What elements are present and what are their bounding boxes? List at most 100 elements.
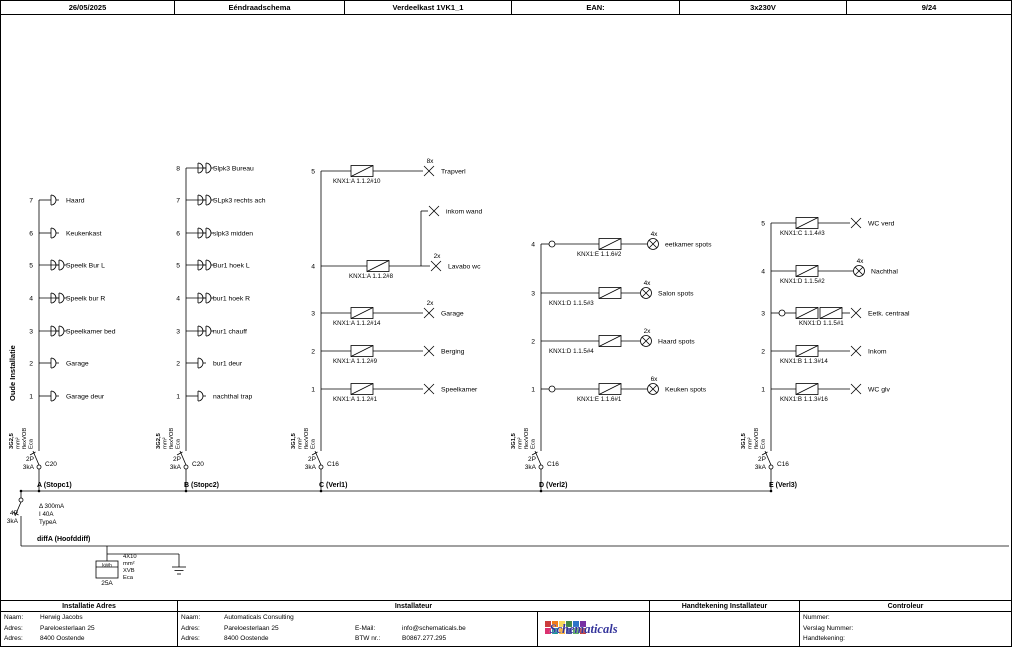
svg-text:Eetk. centraal: Eetk. centraal: [868, 311, 910, 318]
svg-text:4x: 4x: [857, 258, 865, 265]
logo-tiles: [544, 621, 586, 634]
footer: Installatie Adres Installateur Handteken…: [1, 600, 1011, 646]
svg-text:2x: 2x: [644, 328, 652, 335]
field-label: Adres:: [4, 624, 23, 632]
socket-icon: [58, 292, 65, 304]
svg-text:KNX1:A 1.1.2#1: KNX1:A 1.1.2#1: [333, 396, 378, 403]
svg-text:2x: 2x: [434, 253, 442, 260]
installateur-naam: Naam:Automaticals Consulting: [181, 613, 352, 624]
field-label: Adres:: [4, 635, 23, 642]
svg-text:3: 3: [531, 291, 535, 298]
svg-text:Nachthal: Nachthal: [871, 269, 898, 276]
svg-text:Keukenkast: Keukenkast: [66, 231, 102, 238]
svg-text:3: 3: [761, 311, 765, 318]
installateur-email: E-Mail:info@schematicals.be: [355, 624, 537, 635]
svg-text:Speelkamer: Speelkamer: [441, 387, 478, 394]
handtekening-cell: [650, 612, 800, 646]
svg-text:Inkom: Inkom: [868, 349, 887, 356]
svg-text:Eca: Eca: [123, 575, 134, 581]
svg-text:Haard spots: Haard spots: [658, 339, 695, 346]
svg-text:D (Verl2): D (Verl2): [539, 482, 567, 489]
svg-text:8: 8: [176, 166, 180, 173]
field-label: E-Mail:: [355, 624, 376, 632]
field-value: B0867.277.295: [402, 635, 447, 642]
svg-text:KNX1:E 1.1.6#2: KNX1:E 1.1.6#2: [577, 251, 622, 258]
svg-text:Slpk3 Bureau: Slpk3 Bureau: [213, 166, 254, 173]
svg-text:KNX1:D 1.1.5#1: KNX1:D 1.1.5#1: [799, 320, 844, 327]
svg-text:6x: 6x: [651, 376, 659, 383]
svg-text:KNX1:B 1.1.3#14: KNX1:B 1.1.3#14: [780, 358, 828, 365]
svg-text:2P: 2P: [26, 456, 34, 463]
field-value: Pareloesterlaan 25: [224, 624, 279, 632]
svg-text:mm²: mm²: [123, 561, 135, 567]
svg-text:1: 1: [761, 387, 765, 394]
svg-text:2P: 2P: [528, 456, 536, 463]
svg-text:mm²: mm²: [298, 437, 304, 449]
footer-title-handtekening: Handtekening Installateur: [650, 601, 800, 611]
svg-text:C16: C16: [327, 461, 339, 468]
svg-text:Speelk bur R: Speelk bur R: [66, 296, 105, 303]
svg-text:mm²: mm²: [748, 437, 754, 449]
controleur-block: Nummer: Verslag Nummer: Handtekening:: [800, 612, 1011, 646]
svg-text:I 40A: I 40A: [39, 511, 54, 518]
svg-text:25A: 25A: [101, 580, 113, 587]
svg-text:4X10: 4X10: [123, 554, 137, 560]
svg-text:diffA (Hoofddiff): diffA (Hoofddiff): [37, 536, 90, 543]
svg-text:Garage deur: Garage deur: [66, 394, 105, 401]
svg-text:3kA: 3kA: [755, 464, 767, 471]
svg-text:Eca: Eca: [176, 438, 182, 449]
svg-text:Eca: Eca: [29, 438, 35, 449]
svg-text:2: 2: [311, 349, 315, 356]
svg-text:Δ 300mA: Δ 300mA: [39, 503, 65, 510]
svg-text:4: 4: [761, 269, 765, 276]
installateur-contact-block: E-Mail:info@schematicals.be BTW nr.:B086…: [352, 612, 538, 646]
svg-text:6: 6: [176, 231, 180, 238]
footer-title-row: Installatie Adres Installateur Handteken…: [1, 601, 1011, 612]
meter-box: [95, 560, 119, 579]
svg-text:4P: 4P: [10, 510, 18, 517]
svg-text:KNX1:A 1.1.2#14: KNX1:A 1.1.2#14: [333, 320, 381, 327]
ground-icon: [172, 566, 186, 575]
svg-text:7: 7: [29, 198, 33, 205]
svg-text:1: 1: [29, 394, 33, 401]
svg-text:E (Verl3): E (Verl3): [769, 482, 797, 489]
socket-icon: [205, 194, 212, 206]
header-board-name: Verdeelkast 1VK1_1: [345, 1, 512, 14]
field-value: Herwig Jacobs: [40, 614, 83, 621]
field-value: 8400 Oostende: [224, 635, 269, 642]
svg-text:3: 3: [176, 329, 180, 336]
socket-icon: [50, 390, 57, 402]
svg-text:4x: 4x: [644, 280, 652, 287]
svg-text:flexVOB: flexVOB: [524, 428, 530, 449]
svg-text:A (Stopc1): A (Stopc1): [37, 482, 72, 489]
svg-text:slpk3 midden: slpk3 midden: [213, 231, 253, 238]
svg-text:1: 1: [531, 387, 535, 394]
field-value: Automaticals Consulting: [224, 614, 294, 621]
svg-text:Garage: Garage: [66, 361, 89, 368]
circuit-item: 6 slpk3 midden: [176, 227, 253, 239]
svg-text:3G2,5: 3G2,5: [9, 432, 15, 449]
circuit-item: 8 Slpk3 Bureau: [176, 162, 254, 174]
svg-text:4: 4: [29, 296, 33, 303]
installatie-adres-block: Naam:Herwig Jacobs Adres:Pareloesterlaan…: [1, 612, 178, 646]
header-voltage: 3x230V: [680, 1, 847, 14]
svg-text:2: 2: [761, 349, 765, 356]
svg-text:flexVOB: flexVOB: [754, 428, 760, 449]
socket-icon: [205, 259, 212, 271]
svg-text:KNX1:C 1.1.4#3: KNX1:C 1.1.4#3: [780, 230, 825, 237]
socket-icon: [58, 325, 65, 337]
